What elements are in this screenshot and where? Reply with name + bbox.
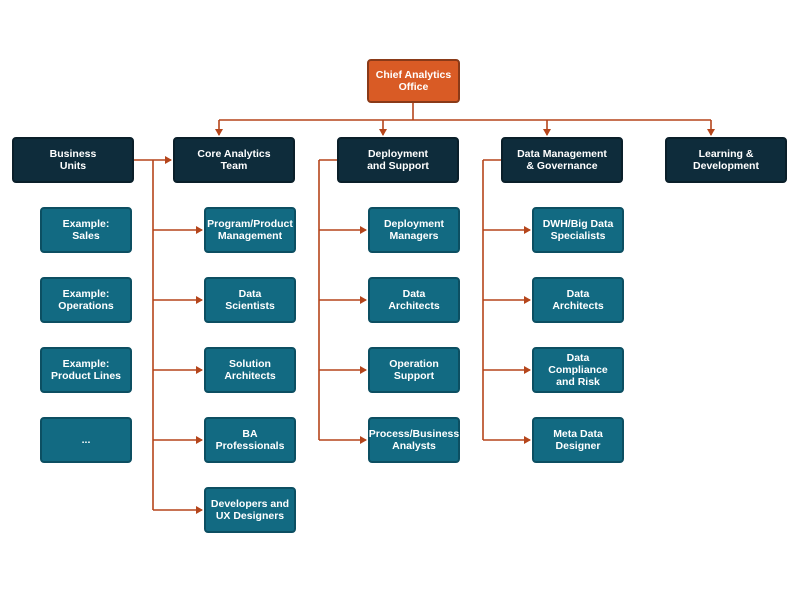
core-analytics-team-box: Core Analytics Team bbox=[173, 137, 295, 183]
deployment-and-support-item-2: Operation Support bbox=[368, 347, 460, 393]
data-management-governance-item-0: DWH/Big Data Specialists bbox=[532, 207, 624, 253]
business-units-item-0: Example: Sales bbox=[40, 207, 132, 253]
core-analytics-team-item-4: Developers and UX Designers bbox=[204, 487, 296, 533]
core-analytics-team-item-0: Program/Product Management bbox=[204, 207, 296, 253]
core-analytics-team-item-1: Data Scientists bbox=[204, 277, 296, 323]
business-units-item-1: Example: Operations bbox=[40, 277, 132, 323]
chief-analytics-office-box: Chief Analytics Office bbox=[367, 59, 460, 103]
business-units-box: Business Units bbox=[12, 137, 134, 183]
deployment-and-support-box: Deployment and Support bbox=[337, 137, 459, 183]
business-units-item-3: ... bbox=[40, 417, 132, 463]
learning-development-box: Learning & Development bbox=[665, 137, 787, 183]
data-management-governance-box: Data Management & Governance bbox=[501, 137, 623, 183]
data-management-governance-item-1: Data Architects bbox=[532, 277, 624, 323]
data-management-governance-item-2: Data Compliance and Risk bbox=[532, 347, 624, 393]
business-units-item-2: Example: Product Lines bbox=[40, 347, 132, 393]
data-management-governance-item-3: Meta Data Designer bbox=[532, 417, 624, 463]
deployment-and-support-item-3: Process/Business Analysts bbox=[368, 417, 460, 463]
core-analytics-team-item-3: BA Professionals bbox=[204, 417, 296, 463]
core-analytics-team-item-2: Solution Architects bbox=[204, 347, 296, 393]
deployment-and-support-item-1: Data Architects bbox=[368, 277, 460, 323]
deployment-and-support-item-0: Deployment Managers bbox=[368, 207, 460, 253]
